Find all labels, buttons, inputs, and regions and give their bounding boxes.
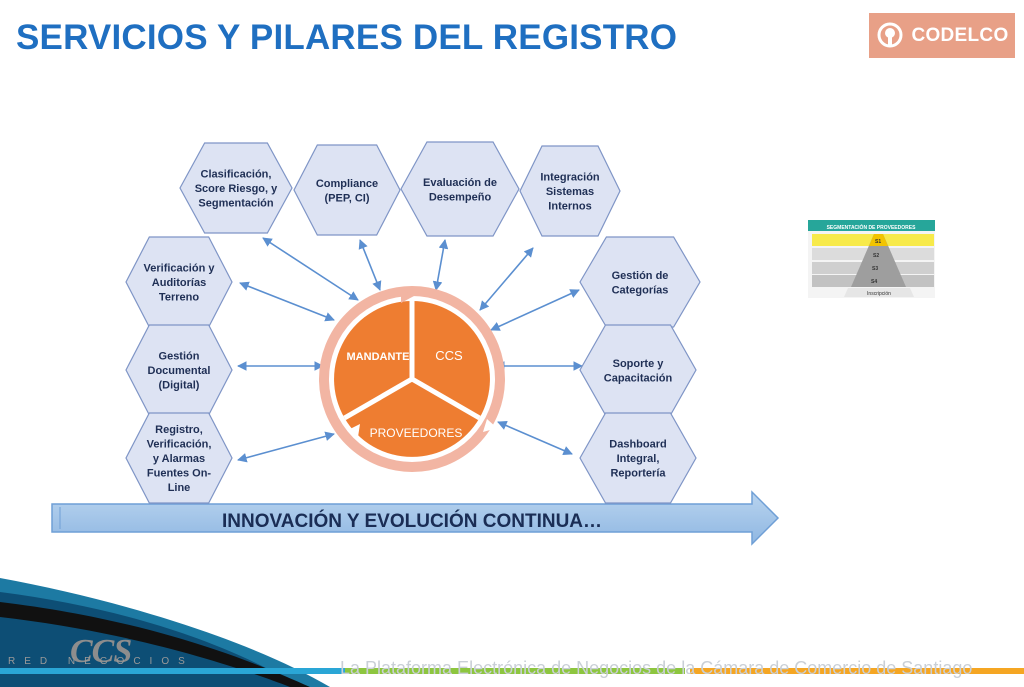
segment-label-ccs: CCS — [435, 348, 463, 363]
hexagon-shape — [579, 236, 701, 328]
arrow-integracion — [479, 247, 534, 311]
hexagon-clasificacion: Clasificación, Score Riesgo, y Segmentació… — [179, 142, 293, 234]
hexagon-label-line: Terreno — [159, 292, 199, 304]
cycle-ring — [319, 286, 505, 472]
hexagon-shape — [293, 144, 401, 236]
hexagon-label-line: Fuentes On- — [147, 468, 212, 480]
hexagon-shape — [579, 412, 697, 504]
hexagon-label-line: Dashboard — [609, 439, 666, 451]
codelco-emblem-icon — [877, 22, 903, 47]
hexagon-label-line: Auditorías — [152, 277, 206, 289]
footer-bar-green — [345, 668, 685, 674]
thumbnail-level-s3: S3 — [872, 266, 878, 272]
ccs-brand-logo: CCS — [70, 633, 132, 670]
hexagon-compliance: Compliance (PEP, CI) — [293, 144, 401, 236]
hexagon-label-line: Registro, — [155, 424, 203, 436]
hexagon-label-line: Integral, — [617, 453, 660, 465]
hexagon-gestion-categorias: Gestión de Categorías — [579, 236, 701, 328]
hexagon-label-line: (Digital) — [159, 380, 200, 392]
hexagon-evaluacion: Evaluación de Desempeño — [400, 141, 520, 237]
hexagon-label-line: Documental — [148, 365, 211, 377]
arrow-evaluacion — [432, 239, 449, 291]
arrow-compliance — [358, 239, 382, 291]
footer-tagline: La Plataforma Electrónica de Negocios de… — [340, 658, 973, 678]
innovation-banner: INNOVACIÓN Y EVOLUCIÓN CONTINUA… — [51, 490, 780, 546]
thumbnail-base: Inscripción — [867, 291, 891, 297]
hexagon-shape — [519, 145, 621, 237]
footer-bar-blue — [0, 668, 345, 674]
connector-arrows — [237, 237, 583, 463]
hexagon-label-line: Gestión de — [612, 270, 669, 282]
segment-label-proveedores: PROVEEDORES — [370, 426, 463, 440]
red-negocios-text: RED NEGOCIOS — [8, 656, 194, 667]
hexagon-label-line: (PEP, CI) — [324, 192, 369, 204]
hexagon-label-line: Categorías — [612, 284, 669, 296]
thumbnail-title: SEGMENTACIÓN DE PROVEEDORES — [827, 223, 916, 231]
cycle-arrowhead-left — [348, 424, 360, 437]
arrow-registro — [237, 431, 335, 463]
codelco-logo: CODELCO — [869, 13, 1015, 58]
arrow-verificacion — [239, 281, 335, 322]
footer-swoosh — [0, 578, 330, 687]
service-hexagons: Clasificación, Score Riesgo, y Segmentació… — [125, 141, 701, 504]
arrow-dashboard — [497, 421, 573, 455]
hexagon-label-line: Sistemas — [546, 186, 594, 198]
hexagon-label-line: Soporte y — [613, 358, 665, 370]
segment-proveedores — [344, 379, 480, 457]
hexagon-shape — [125, 412, 233, 504]
hexagon-shape — [579, 324, 697, 416]
hexagon-shape — [400, 141, 520, 237]
codelco-logo-text: CODELCO — [911, 24, 1009, 46]
hexagon-label-line: Gestión — [159, 351, 200, 363]
cycle-arrowhead-top — [401, 289, 414, 303]
thumbnail-level-s1: S1 — [875, 239, 881, 245]
hexagon-label-line: Internos — [548, 201, 591, 213]
innovation-banner-text: INNOVACIÓN Y EVOLUCIÓN CONTINUA… — [222, 510, 602, 532]
hexagon-soporte: Soporte y Capacitación — [579, 324, 697, 416]
thumbnail-header — [808, 220, 935, 231]
hexagon-label-line: Capacitación — [604, 372, 673, 384]
hexagon-label-line: Verificación y — [144, 263, 216, 275]
hexagon-label-line: Reportería — [610, 468, 666, 480]
hexagon-label-line: Segmentación — [198, 198, 273, 210]
footer-bar-orange — [690, 668, 1024, 674]
thumbnail-level-s2: S2 — [873, 253, 879, 259]
cycle-arrowhead-right — [483, 419, 497, 432]
arrow-clasificacion — [262, 237, 359, 301]
page-title: SERVICIOS Y PILARES DEL REGISTRO — [16, 18, 678, 57]
hexagon-label-line: Clasificación, — [201, 169, 272, 181]
thumbnail-level-s4: S4 — [871, 279, 877, 285]
segmentation-thumbnail: SEGMENTACIÓN DE PROVEEDORES S1 S2 S3 S4 … — [808, 220, 935, 298]
hexagon-label-line: Evaluación de — [423, 177, 497, 189]
hexagon-label-line: Integración — [540, 172, 600, 184]
hexagon-shape — [179, 142, 293, 234]
central-cycle: MANDANTE CCS PROVEEDORES — [319, 286, 505, 472]
hexagon-label-line: Score Riesgo, y — [195, 183, 278, 195]
hexagon-label-line: Desempeño — [429, 191, 492, 203]
arrow-gestion-categorias — [490, 289, 580, 331]
hexagon-label-line: y Alarmas — [153, 453, 205, 465]
segment-label-mandante: MANDANTE — [347, 351, 410, 363]
hexagon-label-line: Verificación, — [147, 439, 212, 451]
hexagon-label-line: Line — [168, 482, 191, 494]
hexagon-label-line: Compliance — [316, 178, 378, 190]
